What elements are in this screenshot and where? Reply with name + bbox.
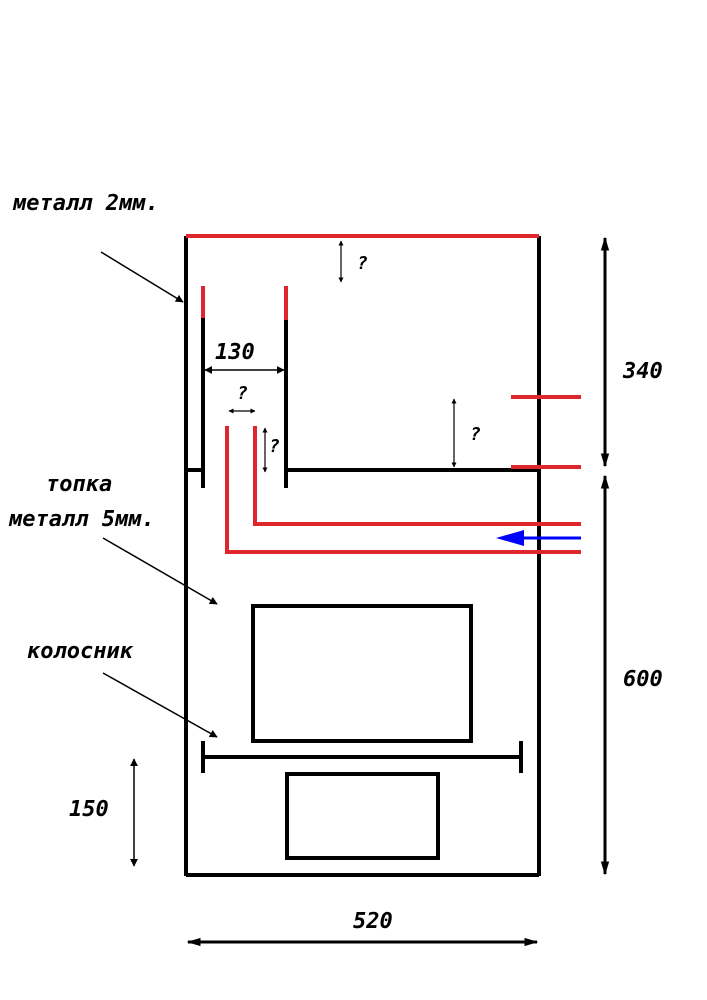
leader-firebox <box>102 537 218 605</box>
label-metal-2mm: металл 2мм. <box>12 191 159 216</box>
unknown-gap-height: ? <box>269 436 280 457</box>
label-grate: колосник <box>27 639 134 664</box>
ash-door <box>285 772 440 860</box>
stove-body <box>184 236 541 877</box>
label-metal-5mm: металл 5мм. <box>8 507 155 532</box>
unknown-top: ? <box>357 253 368 274</box>
dim-width-label: 520 <box>353 909 393 934</box>
unknown-gap-width: ? <box>237 383 248 404</box>
left-arrow-icon <box>496 530 581 546</box>
dim-lower-label: 600 <box>623 667 663 692</box>
air-duct-outer <box>225 426 581 554</box>
leader-metal-2mm <box>100 251 184 303</box>
dim-ash-label: 150 <box>69 797 109 822</box>
dim-gap-label: 130 <box>215 340 255 365</box>
dim-upper-label: 340 <box>622 359 663 384</box>
label-firebox: топка <box>46 472 112 497</box>
firebox-door <box>251 604 473 743</box>
dimension-arrows <box>130 236 610 947</box>
leader-lines <box>100 251 218 738</box>
metal-2mm-parts <box>186 234 581 554</box>
air-duct-inner <box>253 426 581 526</box>
leader-grate <box>102 672 218 738</box>
unknown-right: ? <box>470 424 481 445</box>
